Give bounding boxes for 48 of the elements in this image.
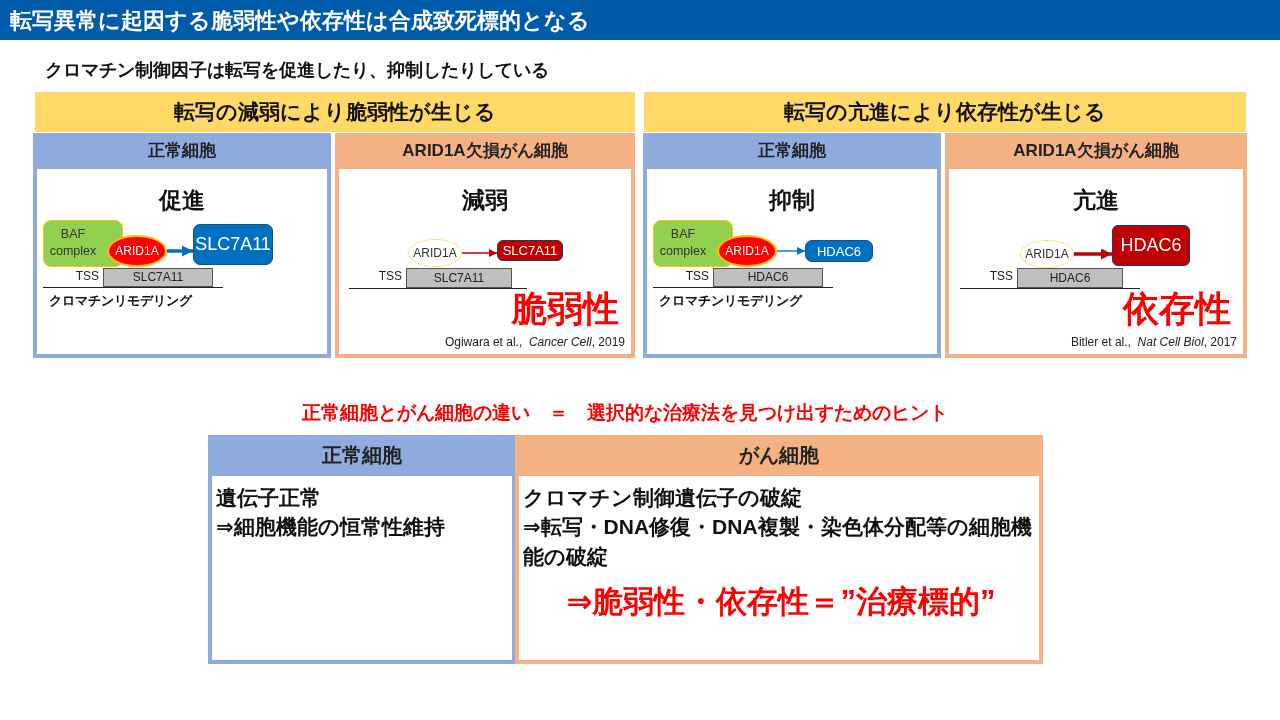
body-text: ⇒転写・DNA修復・DNA複製・染色体分配等の細胞機能の破綻	[523, 514, 1033, 570]
subtitle-text: クロマチン制御因子は転写を促進したり、抑制したりしている	[45, 59, 549, 82]
arrow	[1074, 248, 1112, 260]
column-heading: 正常細胞	[321, 443, 403, 468]
caption-text: クロマチンリモデリング	[659, 292, 802, 310]
effect-heading: 促進	[157, 186, 206, 215]
gene-box: HDAC6	[1017, 268, 1123, 288]
arrow	[461, 249, 498, 257]
slide-title: 転写異常に起因する脆弱性や依存性は合成致死標的となる	[0, 0, 1280, 40]
gene-product-box: HDAC6	[805, 240, 873, 262]
gene-product-box: SLC7A11	[193, 224, 273, 265]
tss-label: TSS	[75, 269, 99, 283]
cell-panel	[643, 133, 941, 358]
note-text: 正常細胞とがん細胞の違い ＝ 選択的な治療法を見つけ出すためのヒント	[301, 401, 949, 425]
column-heading: がん細胞	[738, 443, 820, 468]
tss-label: TSS	[989, 269, 1013, 283]
tss-label: TSS	[378, 269, 402, 283]
panel-heading: 正常細胞	[147, 140, 217, 162]
result-text: 脆弱性	[511, 287, 619, 331]
gene-box: SLC7A11	[406, 268, 512, 288]
body-text: 遺伝子正常	[216, 485, 322, 511]
cell-panel	[945, 133, 1247, 358]
cell-panel	[33, 133, 331, 358]
result-text: 依存性	[1123, 287, 1231, 331]
arrow	[167, 245, 193, 257]
gene-box: HDAC6	[713, 268, 823, 287]
cell-panel	[335, 133, 635, 358]
section-banner: 転写の亢進により依存性が生じる	[644, 92, 1246, 132]
effect-heading: 亢進	[1072, 186, 1120, 215]
body-text: クロマチン制御遺伝子の破綻	[523, 485, 803, 511]
panel-heading: 正常細胞	[757, 140, 827, 162]
section-banner: 転写の減弱により脆弱性が生じる	[35, 92, 635, 132]
effect-heading: 抑制	[767, 186, 816, 215]
table-column	[515, 435, 1043, 664]
arrow	[776, 247, 806, 255]
table-column	[208, 435, 516, 664]
citation-text: Bitler et al., Nat Cell Biol, 2017	[1070, 335, 1237, 349]
gene-box: SLC7A11	[103, 268, 213, 287]
conclusion-text: ⇒脆弱性・依存性＝”治療標的”	[565, 583, 997, 622]
caption-text: クロマチンリモデリング	[49, 292, 192, 310]
panel-heading: ARID1A欠損がん細胞	[1012, 140, 1180, 162]
citation-text: Ogiwara et al., Cancer Cell, 2019	[444, 335, 625, 349]
gene-product-box: SLC7A11	[497, 240, 563, 261]
tss-label: TSS	[685, 269, 709, 283]
gene-product-box: HDAC6	[1112, 225, 1190, 266]
effect-heading: 減弱	[461, 186, 509, 215]
body-text: ⇒細胞機能の恒常性維持	[216, 514, 446, 541]
panel-heading: ARID1A欠損がん細胞	[401, 140, 569, 162]
